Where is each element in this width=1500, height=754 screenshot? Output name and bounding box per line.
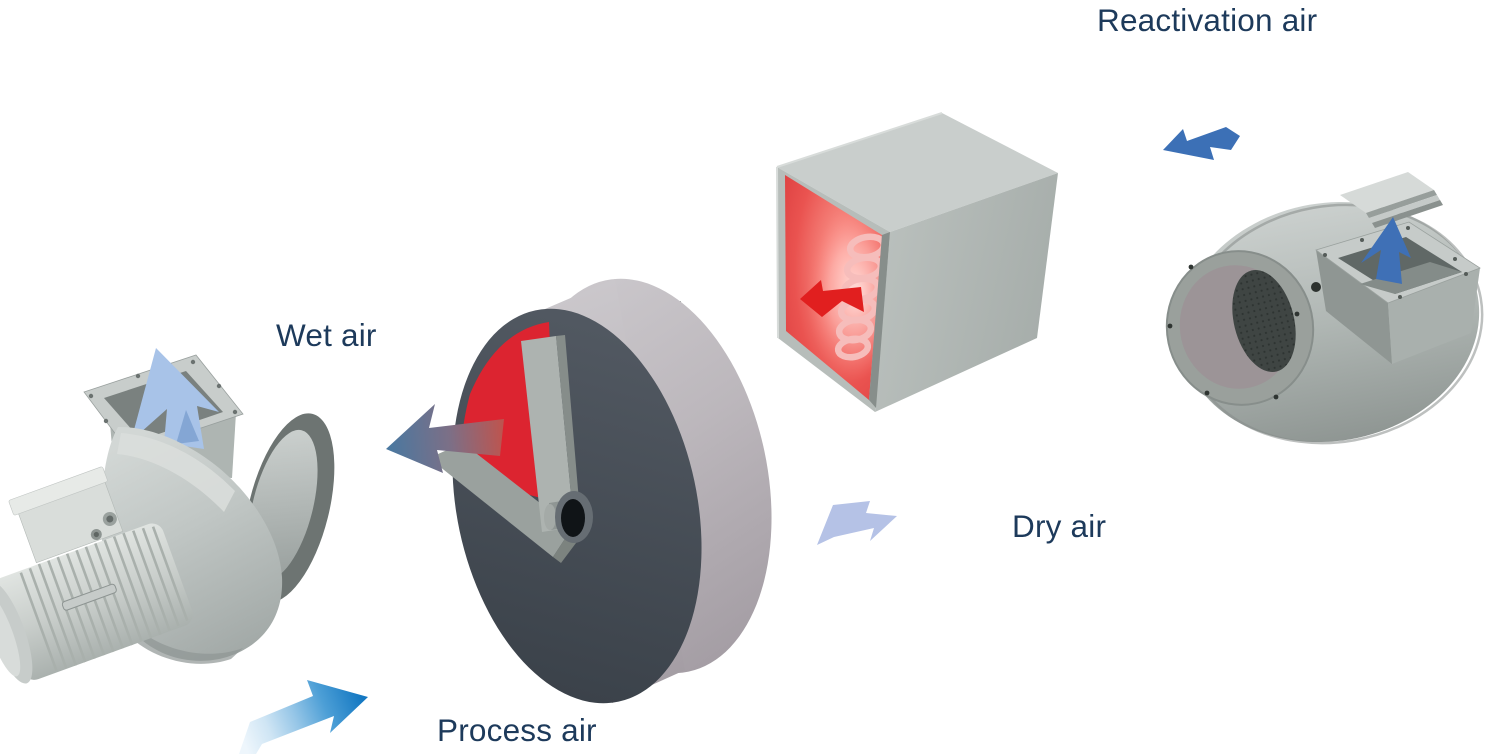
dry-air-arrow-icon	[817, 501, 897, 545]
wet-air-exit-arrow-icon	[386, 404, 504, 473]
fan-inlet-mesh	[1232, 270, 1296, 372]
rotor-support-arm	[429, 443, 572, 557]
label-process-air: Process air	[437, 712, 597, 748]
label-dry-air: Dry air	[1012, 508, 1106, 544]
heater-edge-highlight	[776, 112, 943, 339]
process-air-arrow-icon	[239, 680, 368, 754]
cable-gland-core-2	[93, 531, 99, 538]
fan-outlet-wall-left	[1316, 250, 1392, 364]
heater-frame-right-edge	[869, 232, 890, 408]
rotor-shaft-cap	[544, 504, 556, 530]
fan-top-cap-stripe-2	[1369, 195, 1440, 223]
motor-junction-box-lid	[8, 466, 108, 516]
rotor-bracket	[521, 336, 574, 532]
heater-top-face	[777, 113, 1058, 232]
fan-top-cap-stripe-1	[1366, 190, 1437, 218]
fan-outlet-opening-floor	[1360, 262, 1462, 294]
rotor-bracket-edge	[556, 335, 581, 527]
wet-air-outlet-arrow-shade	[176, 410, 199, 444]
wet-air-outlet-arrow-icon	[131, 348, 219, 449]
label-reactivation-air: Reactivation air	[1097, 2, 1317, 38]
fan-body-bolt	[1311, 282, 1321, 292]
heater-right-face	[875, 173, 1058, 412]
hot-air-arrow-icon	[800, 280, 864, 317]
label-wet-air: Wet air	[276, 317, 377, 353]
motor-end-disc	[0, 593, 21, 677]
process-fan	[0, 348, 335, 684]
fan-top-cap	[1340, 172, 1434, 213]
rotor-hub-bore	[561, 499, 585, 537]
cable-gland-core	[106, 515, 114, 523]
reactivation-air-arrow-icon	[1163, 127, 1240, 160]
reactivation-fan	[1165, 172, 1484, 445]
fan-motor	[0, 466, 193, 684]
desiccant-rotor	[386, 278, 772, 704]
motor-fins	[19, 526, 189, 671]
motor-name-plate	[61, 583, 117, 611]
fan-scroll-shadow	[126, 622, 243, 664]
fan-top-cap-stripe-3	[1372, 200, 1443, 228]
fan-outlet-wall-front	[1388, 268, 1480, 364]
reactivation-outlet-arrow-icon	[1361, 217, 1411, 284]
fan-scroll-highlight	[117, 433, 235, 512]
inlet-flange-bolt-holes	[1167, 264, 1300, 400]
outlet-flange-bolt-holes	[1323, 226, 1468, 299]
heater	[776, 112, 1058, 412]
